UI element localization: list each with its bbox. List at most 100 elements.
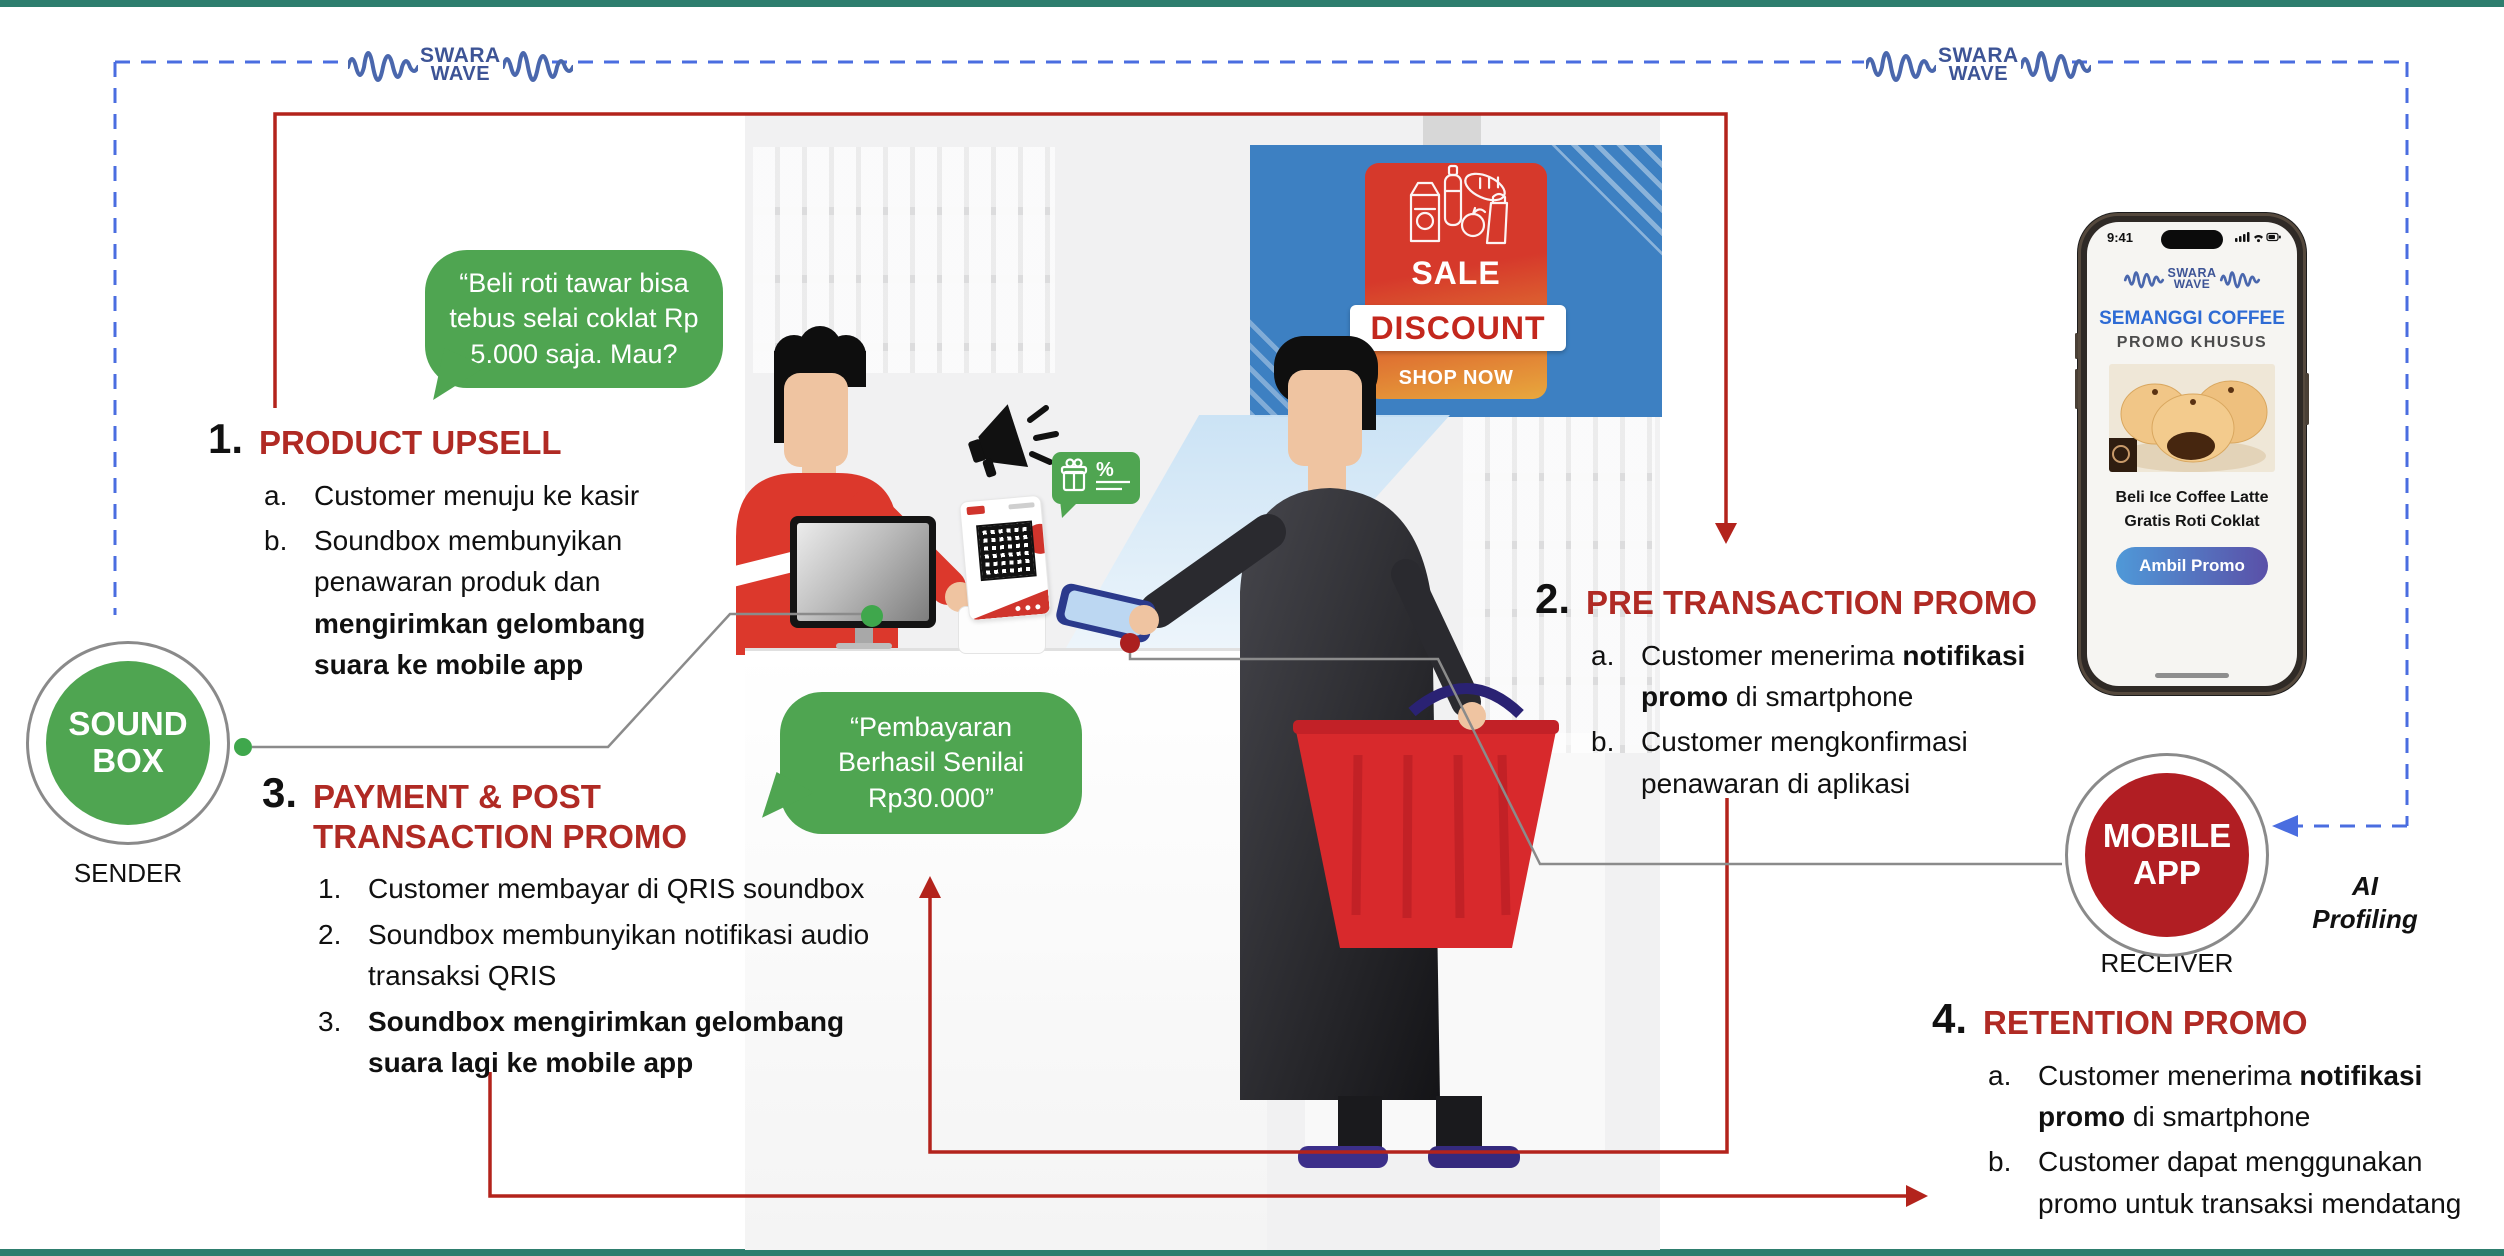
list-item: a. Customer menerima notifikasi promo di … — [1591, 635, 2095, 718]
brand-name-top: SWARA — [1938, 44, 2019, 68]
mobileapp-node: MOBILE APP — [2065, 753, 2269, 957]
section-number: 1. — [208, 415, 244, 462]
promo-product-image — [2109, 364, 2275, 472]
customer-illustration — [1056, 336, 1559, 1168]
list-text: Customer membayar di QRIS soundbox — [368, 873, 865, 905]
mobileapp-node-label: APP — [2133, 854, 2201, 891]
brand-name-top: SWARA — [2167, 265, 2217, 280]
poster-discount-text: DISCOUNT — [1370, 309, 1546, 346]
section-title: RETENTION PROMO — [1983, 1004, 2308, 1041]
ai-note-line: AI — [2352, 871, 2378, 901]
arrowhead-left-blue — [2272, 815, 2298, 837]
poster-discount-ribbon: DISCOUNT — [1350, 305, 1566, 351]
soundbox-node-label: SOUND — [68, 705, 188, 743]
section-product-upsell: 1. PRODUCT UPSELL a. Customer menuju ke k… — [208, 418, 688, 686]
list-text: Customer menuju ke kasir — [314, 479, 640, 511]
poster-sale-text: SALE — [1411, 255, 1501, 291]
swarawave-logo-phone: SWARA WAVE — [2123, 264, 2260, 294]
list-marker: 1. — [318, 873, 342, 905]
smartphone-mockup: 9:41 SWARA WAVE — [2075, 213, 2309, 695]
section-list: a. Customer menerima notifikasi promo di … — [1932, 1055, 2504, 1225]
upsell-speech-bubble: “Beli roti tawar bisa tebus selai coklat… — [425, 250, 723, 388]
status-icons — [2235, 232, 2281, 243]
section-retention-promo: 4. RETENTION PROMO a. Customer menerima n… — [1932, 998, 2504, 1224]
phone-volume-button — [2075, 333, 2078, 359]
list-item: b.Customer mengkonfirmasi penawaran di a… — [1591, 721, 2095, 804]
payment-speech-bubble: “Pembayaran Berhasil Senilai Rp30.000” — [780, 692, 1082, 834]
list-marker: a. — [1591, 639, 1615, 671]
list-item: 1. Customer membayar di QRIS soundbox — [318, 868, 902, 909]
brand-name-bottom: WAVE — [1948, 63, 2009, 86]
phone-volume-button — [2075, 369, 2078, 409]
phone-power-button — [2305, 373, 2309, 425]
mobileapp-node-label: MOBILE — [2102, 817, 2232, 855]
section-list: a. Customer menuju ke kasir b.Soundbox mem… — [208, 475, 688, 686]
phone-receive-dot-red — [1120, 633, 1140, 653]
offer-line: Beli Ice Coffee Latte — [2115, 489, 2269, 506]
dynamic-island — [2161, 230, 2223, 249]
list-marker: a. — [1988, 1059, 2012, 1091]
list-item: a. Customer menerima notifikasi promo di … — [1988, 1055, 2504, 1138]
phone-time: 9:41 — [2107, 230, 2134, 245]
arrowhead-down-red — [1715, 523, 1737, 544]
list-item: b.Soundbox membunyikan penawaran produk … — [264, 520, 688, 686]
swarawave-logo-right: SWARA WAVE — [1866, 36, 2091, 94]
bottom-edge-bar — [0, 1249, 2504, 1256]
svg-text:%: % — [1096, 459, 1114, 481]
list-text: Customer dapat menggunakan promo untuk t… — [2038, 1146, 2462, 1219]
section-number: 2. — [1535, 575, 1571, 622]
phone-status-bar: 9:41 — [2087, 222, 2297, 252]
phone-screen: 9:41 SWARA WAVE — [2087, 222, 2297, 686]
list-item: b. Customer dapat menggunakan promo untuk… — [1988, 1141, 2504, 1224]
grocery-icons — [1409, 164, 1509, 245]
ai-note-line: Profiling — [2312, 903, 2418, 934]
monitor-stand — [855, 628, 873, 644]
list-marker: 3. — [318, 1005, 342, 1037]
list-text: Customer menerima notifikasi promo di sm… — [1641, 639, 2026, 713]
list-text: Soundbox membunyikan notifikasi audio tr… — [368, 918, 870, 992]
list-marker: a. — [264, 479, 288, 511]
list-item: a. Customer menuju ke kasir — [264, 475, 688, 516]
list-marker: b. — [1988, 1146, 2012, 1178]
phone-offer-text: Beli Ice Coffee Latte Gratis Roti Coklat — [2116, 486, 2269, 534]
poster-mount — [1423, 115, 1481, 149]
sale-poster: SALE SHOP NOW DISCOUNT — [1250, 145, 1662, 417]
section-number: 4. — [1932, 995, 1968, 1042]
list-marker: 2. — [318, 918, 342, 950]
section-payment-post-transaction-promo: 3. PAYMENT & POST TRANSACTION PROMO 1. Cu… — [262, 772, 902, 1083]
section-title: PRODUCT UPSELL — [259, 424, 562, 461]
soundbox-node-dot — [234, 738, 252, 756]
monitor-base — [836, 643, 892, 649]
list-text: Soundbox mengirimkan gelombang suara lag… — [368, 1005, 845, 1078]
sender-caption: SENDER — [73, 858, 183, 888]
soundwave-icon — [348, 51, 418, 82]
brand-name-top: SWARA — [420, 44, 501, 68]
cashier-monitor — [790, 516, 936, 628]
list-item: 2. Soundbox membunyikan notifikasi audio … — [318, 914, 902, 997]
section-title: PAYMENT & POST TRANSACTION PROMO — [313, 778, 688, 855]
arrowhead-right-red — [1906, 1185, 1928, 1207]
sound-emit-dot-green — [861, 605, 883, 627]
section-number: 3. — [262, 769, 298, 816]
home-indicator — [2155, 673, 2229, 678]
list-text: Customer menerima notifikasi promo di sm… — [2038, 1059, 2423, 1133]
phone-promo-title: PROMO KHUSUS — [2116, 334, 2268, 351]
brand-name-bottom: WAVE — [2173, 277, 2211, 292]
section-title: PRE TRANSACTION PROMO — [1586, 584, 2038, 621]
ai-profiling-note: AI Profiling — [2285, 870, 2445, 935]
phone-store-name: SEMANGGI COFFEE — [2099, 308, 2285, 329]
list-marker: b. — [1591, 726, 1615, 758]
list-item: 3. Soundbox mengirimkan gelombang suara l… — [318, 1001, 902, 1084]
section-list: a. Customer menerima notifikasi promo di … — [1535, 635, 2095, 805]
list-text: Soundbox membunyikan penawaran produk da… — [314, 525, 646, 681]
soundwave-icon — [502, 51, 573, 82]
ambil-promo-button[interactable]: Ambil Promo — [2116, 547, 2268, 585]
brand-name-bottom: WAVE — [430, 63, 491, 86]
soundbox-node-label: BOX — [92, 742, 164, 779]
poster-shopnow-button[interactable]: SHOP NOW — [1398, 367, 1514, 389]
top-edge-bar — [0, 0, 2504, 7]
section-list: 1. Customer membayar di QRIS soundbox 2. So… — [262, 868, 902, 1083]
soundbox-node: SOUND BOX — [26, 641, 230, 845]
